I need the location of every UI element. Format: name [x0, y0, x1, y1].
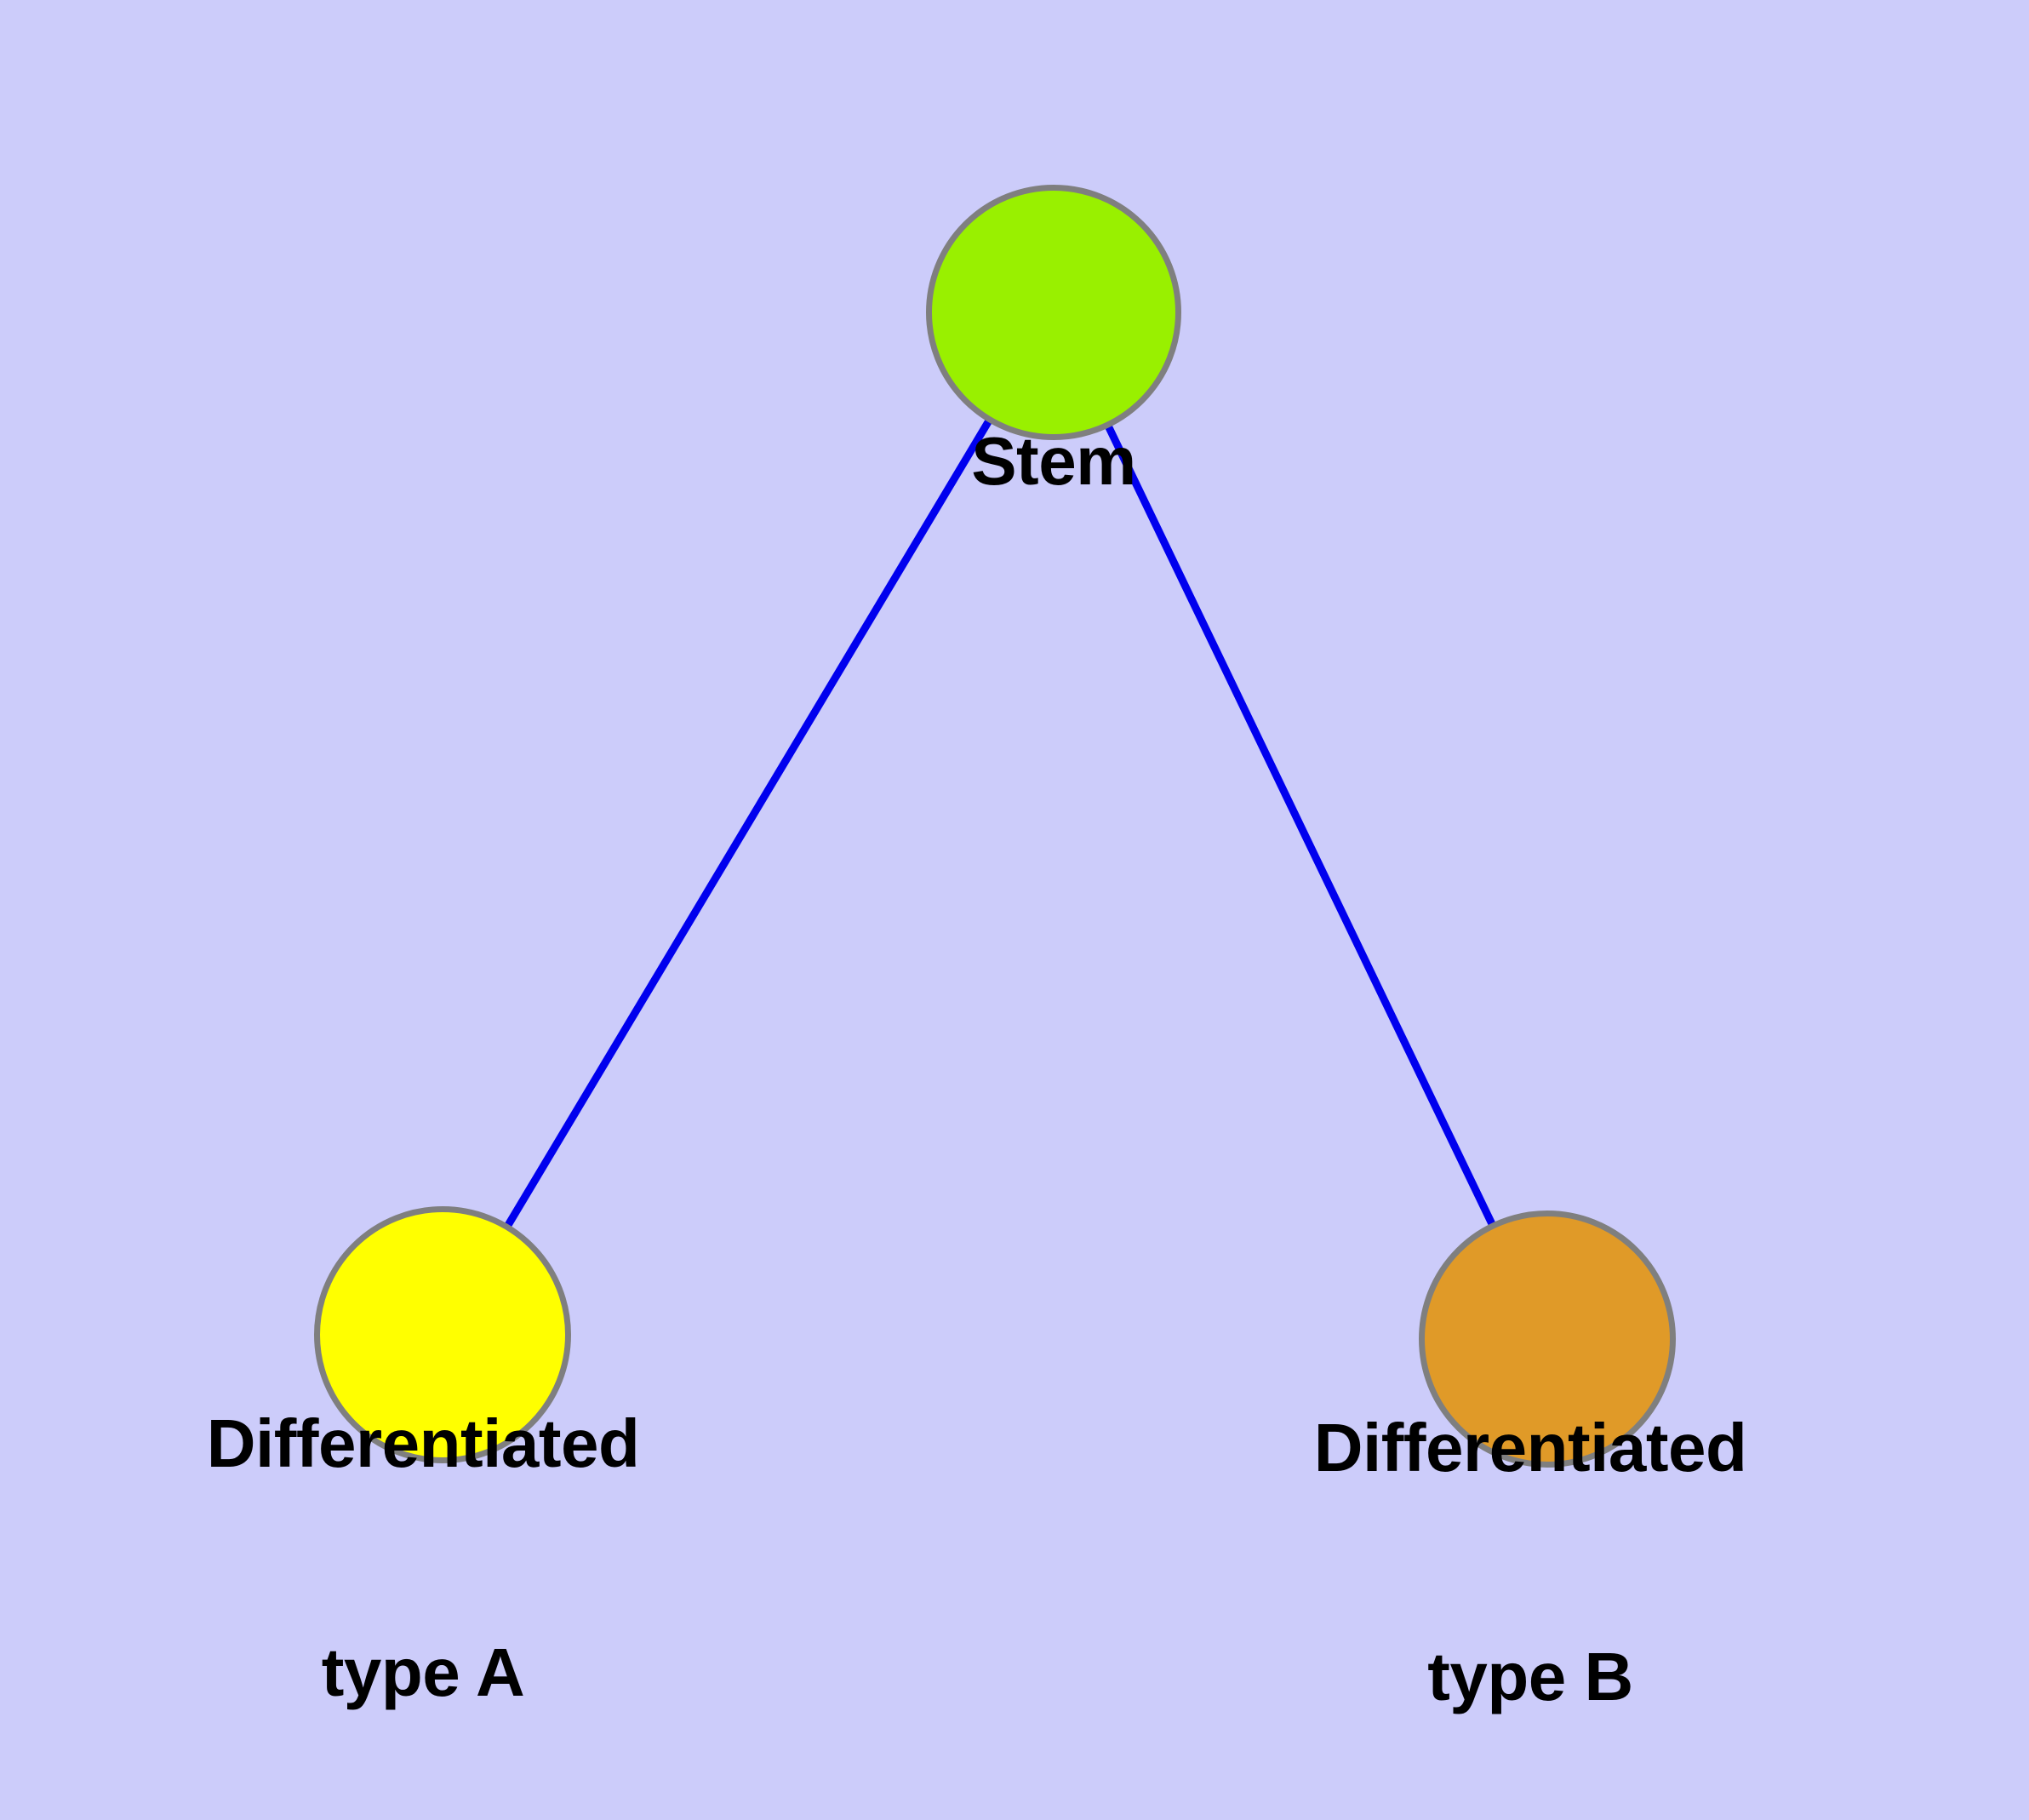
node-differentiated-type-b[interactable] — [1419, 1210, 1676, 1468]
node-differentiated-type-a[interactable] — [314, 1206, 571, 1463]
node-stem[interactable] — [926, 185, 1181, 440]
edge-stem-to-differentiated-type-a[interactable] — [439, 310, 1057, 1337]
node-layer — [314, 185, 1676, 1468]
edge-layer — [439, 310, 1552, 1341]
edge-stem-to-differentiated-type-b[interactable] — [1049, 311, 1552, 1341]
